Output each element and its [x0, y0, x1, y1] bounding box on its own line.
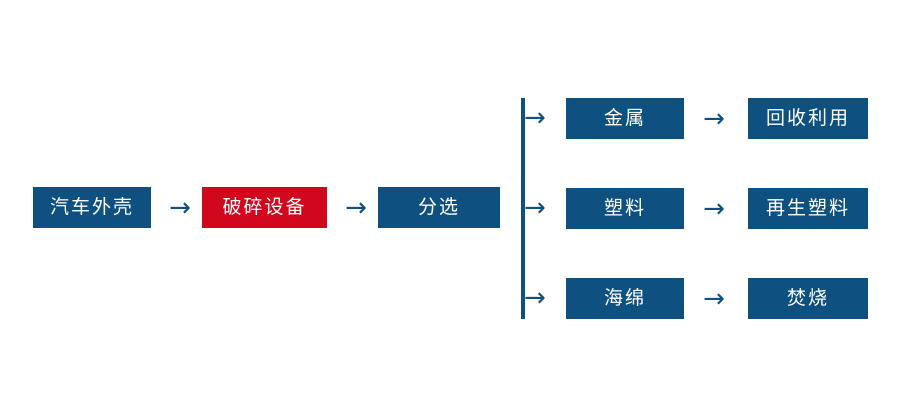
arrow-right-icon-plastic-to-recycled: →	[703, 193, 725, 224]
node-plastic[interactable]: 塑料	[566, 188, 684, 229]
arrow-right-icon-crusher-to-sorting: →	[345, 192, 367, 223]
arrow-right-icon-split-metal: →	[524, 102, 546, 133]
node-crushing-equipment[interactable]: 破碎设备	[202, 187, 327, 228]
node-recycled-plastic[interactable]: 再生塑料	[748, 188, 868, 229]
arrow-right-icon-sponge-to-incineration: →	[703, 283, 725, 314]
arrow-right-icon-shell-to-crusher: →	[169, 192, 191, 223]
arrow-right-icon-metal-to-recycle: →	[703, 103, 725, 134]
node-sorting[interactable]: 分选	[378, 187, 500, 228]
node-sponge[interactable]: 海绵	[566, 278, 684, 319]
node-metal[interactable]: 金属	[566, 98, 684, 139]
node-car-shell[interactable]: 汽车外壳	[33, 187, 151, 228]
node-incineration[interactable]: 焚烧	[748, 278, 868, 319]
arrow-right-icon-split-plastic: →	[524, 192, 546, 223]
branch-connector-line	[521, 98, 525, 319]
node-recycling-reuse[interactable]: 回收利用	[748, 98, 868, 139]
arrow-right-icon-split-sponge: →	[524, 282, 546, 313]
